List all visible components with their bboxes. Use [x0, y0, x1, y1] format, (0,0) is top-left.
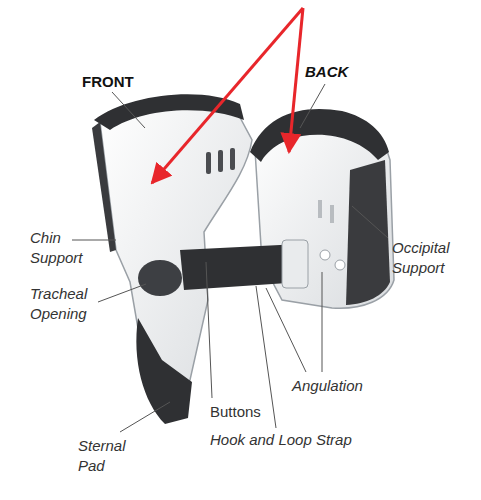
back-pad — [250, 109, 389, 162]
part-label: Sternal Pad — [78, 436, 140, 476]
angulation-mark — [330, 205, 334, 223]
part-label: Angulation — [292, 376, 363, 396]
part-label: Buttons — [210, 402, 261, 422]
angulation-mark — [318, 200, 322, 218]
part-label: Chin Support — [30, 228, 102, 268]
slot — [206, 152, 211, 174]
slot — [230, 148, 235, 170]
part-label: FRONT — [82, 72, 134, 92]
part-label: Occipital Support — [392, 238, 472, 278]
part-label: Hook and Loop Strap — [210, 430, 352, 450]
tracheal-opening — [138, 260, 182, 296]
button — [320, 250, 330, 260]
back-pad-edge — [346, 160, 390, 305]
button — [335, 260, 345, 270]
part-label: BACK — [305, 62, 348, 82]
strap-buckle — [282, 240, 308, 288]
leader-lines — [72, 84, 388, 432]
part-label: Tracheal Opening — [30, 284, 106, 324]
red-arrows — [152, 8, 303, 183]
slot — [218, 150, 223, 172]
sternal-pad — [136, 318, 192, 424]
chin-pad-edge — [92, 122, 116, 252]
front-pad — [94, 94, 244, 130]
